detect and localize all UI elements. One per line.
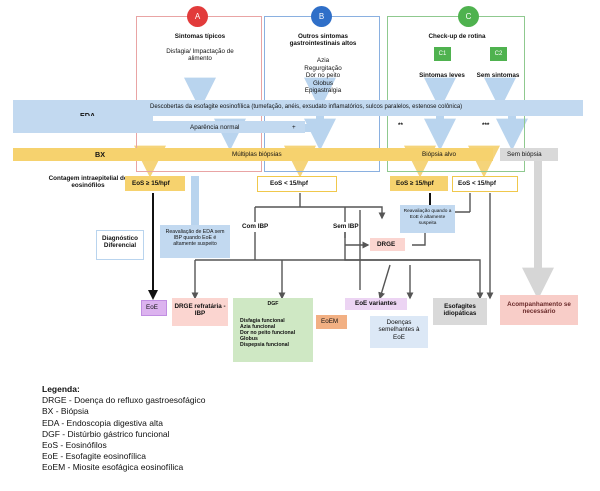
legend-item: EDA - Endoscopia digestiva alta (42, 417, 163, 428)
group-a-badge: A (187, 6, 208, 27)
legend-item: DRGE - Doença do refluxo gastroesofágico (42, 395, 206, 406)
group-b-item: Globus (313, 79, 333, 87)
eda-triple-star: *** (482, 122, 490, 129)
differential-diagnosis: Diagnóstico Diferencial (101, 235, 139, 250)
drge: DRGE (377, 241, 396, 248)
legend-item: DGF - Distúrbio gástrico funcional (42, 428, 170, 439)
eos-lt15-left: EoS < 15/hpf (270, 180, 308, 187)
count-label: Contagem intraepitelial de eosinófilos (48, 175, 128, 190)
legend: Legenda: DRGE - Doença do refluxo gastro… (42, 384, 205, 474)
c2-label: Sem sintomas (476, 72, 520, 79)
group-a-body: Disfagia/ Impactação de alimento (166, 48, 234, 63)
c1-label: Sintomas leves (419, 72, 465, 79)
bx-multi: Múltiplas biópsias (232, 151, 282, 158)
idiopathic-esophagitis: Esofagites idiopáticas (443, 303, 477, 318)
reval-eda: Reavaliação de EDA sem IBP quando EoE é … (165, 229, 225, 247)
follow-up-box (500, 295, 578, 325)
bx-row (13, 148, 493, 161)
eda-normal: Aparência normal (190, 124, 240, 131)
group-b-item: Epigastralgia (304, 87, 342, 94)
eos-ge15-right-box (390, 176, 448, 191)
eos-ge15-left-box (125, 176, 185, 191)
yellow-connectors (134, 145, 500, 178)
eda-double-star: ** (398, 122, 403, 129)
eos-lt15-left-box (257, 176, 337, 192)
legend-item: EoS - Eosinófilos (42, 440, 107, 451)
dgf-title: DGF (267, 301, 279, 307)
eos-ge15-right: EoS ≥ 15/hpf (396, 180, 434, 187)
legend-title: Legenda: (42, 384, 80, 394)
drge-refractory-box (172, 298, 228, 326)
eos-lt15-right-box (452, 176, 518, 192)
eda-plus: + (292, 124, 296, 131)
idiopathic-box (433, 298, 487, 325)
similar-diseases: Doenças semelhantes à EoE (378, 319, 420, 341)
eoe-variants-box (345, 298, 407, 310)
bx-label: BX (95, 149, 105, 159)
legend-item: BX - Biópsia (42, 406, 89, 417)
com-ibp: Com IBP (242, 223, 269, 230)
eoe-box (141, 300, 167, 316)
reval-eda-box (160, 225, 230, 258)
eda-findings: Descobertas da esofagite eosinofílica (t… (150, 104, 463, 110)
legend-item: EoE - Esofagite eosinofílica (42, 451, 146, 462)
dgf-item: Dor no peito funcional (240, 330, 296, 336)
bx-none: Sem biópsia (507, 151, 542, 158)
eda-row (13, 100, 583, 116)
group-c-badge: C (458, 6, 479, 27)
eda-label: EDA (80, 111, 95, 120)
dgf-item: Azia funcional (240, 324, 276, 330)
light-blue-connectors (184, 77, 528, 225)
group-c-routine-checkup: Check-up de rotina C1 C2 Sintomas leves … (387, 16, 525, 172)
dgf-box (233, 298, 313, 362)
reval-suspected-box (400, 205, 455, 233)
drge-box (370, 238, 405, 251)
eoe: EoE (146, 304, 158, 311)
group-b-item: Dor no peito (305, 72, 341, 79)
dgf-item: Dispepsia funcional (240, 342, 290, 348)
c2-badge: C2 (490, 47, 507, 61)
group-a-title: Sintomas típicos (174, 33, 226, 40)
eoem-box (316, 315, 347, 329)
eda-normal-box (150, 121, 305, 133)
group-c-title: Check-up de rotina (428, 33, 486, 40)
reval-suspected: Reavaliação quando a EoE é altamente sus… (403, 209, 452, 226)
group-b-title: Outros sintomas gastrointestinais altos (289, 33, 357, 48)
group-b-item: Azia (316, 57, 330, 64)
dgf-item: Globus (240, 336, 258, 342)
differential-diagnosis-box (96, 230, 144, 260)
group-b-item: Regurgitação (304, 64, 342, 72)
drge-refractory: DRGE refratária -IBP (174, 303, 226, 318)
bx-none-box (500, 148, 558, 161)
eoe-variants: EoE variantes (355, 300, 397, 307)
follow-up: Acompanhamento se necessário (507, 301, 571, 316)
similar-diseases-box (370, 316, 428, 348)
group-b-badge: B (311, 6, 332, 27)
eos-ge15-left: EoS ≥ 15/hpf (132, 180, 170, 187)
legend-item: EoEM - Miosite esofágica eosinofílica (42, 462, 184, 473)
sem-ibp: Sem IBP (333, 223, 359, 230)
dgf-item: Disfagia funcional (240, 318, 285, 324)
eda-label-band (13, 116, 153, 133)
eos-lt15-right: EoS < 15/hpf (458, 180, 496, 187)
c1-badge: C1 (434, 47, 451, 61)
bx-targeted: Biópsia alvo (422, 151, 456, 158)
eoem: EoEM (321, 318, 339, 325)
